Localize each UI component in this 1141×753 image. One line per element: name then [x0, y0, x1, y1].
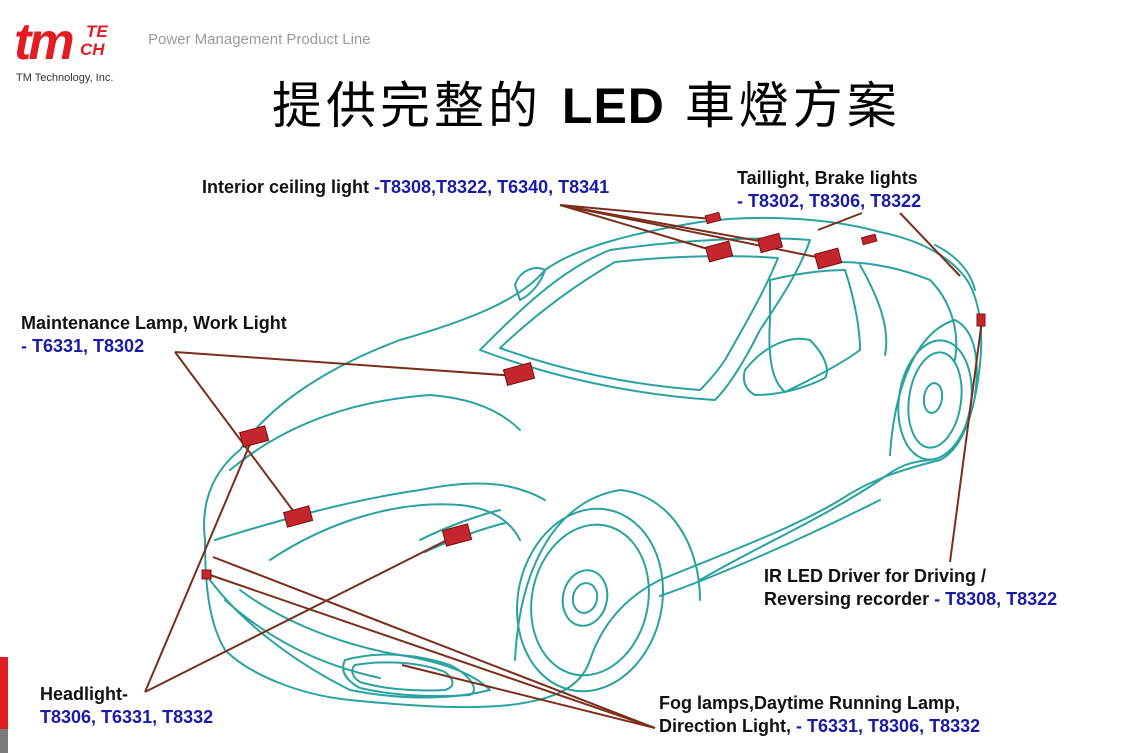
title-suffix: 車燈方案	[684, 77, 901, 135]
leader-fog-3	[212, 556, 656, 729]
interior-parts: -T8308,T8322, T6340, T8341	[374, 177, 610, 197]
company-logo: tm TE CH TM Technology, Inc.	[14, 14, 134, 94]
maintenance-parts: - T6331, T8302	[21, 336, 145, 356]
logo-te-text: TE	[86, 22, 108, 41]
led-chip-fog	[201, 569, 212, 580]
fog-name-line1: Fog lamps,Daytime Running Lamp,	[659, 693, 961, 713]
ir-name-line1: IR LED Driver for Driving /	[764, 566, 987, 586]
car-outline	[203, 216, 983, 709]
label-taillight: Taillight, Brake lights - T8302, T8306, …	[737, 167, 921, 213]
leader-maintenance-1	[174, 351, 518, 377]
leader-fog-2	[401, 664, 656, 729]
label-headlight: Headlight- T8306, T6331, T8332	[40, 683, 213, 729]
slide-accent-bar-red	[0, 657, 8, 729]
leader-taillight-1	[817, 212, 863, 231]
ir-parts: - T8308, T8322	[934, 589, 1058, 609]
leader-ir	[949, 319, 983, 563]
led-chip-hood	[502, 362, 536, 386]
title-prefix: 提供完整的	[272, 77, 542, 135]
interior-name: Interior ceiling light	[202, 177, 375, 197]
led-chip-interior-2	[756, 232, 784, 254]
logo-ch-text: CH	[80, 40, 105, 59]
slide-accent-bar-grey	[0, 729, 8, 753]
taillight-name: Taillight, Brake lights	[737, 168, 918, 188]
led-chip-interior-3	[813, 247, 843, 270]
led-chip-interior-1	[704, 240, 734, 263]
leader-headlight-2	[144, 535, 456, 693]
logo-tm-text: tm	[14, 13, 75, 71]
leader-interior-1	[559, 204, 713, 220]
company-name: TM Technology, Inc.	[16, 72, 114, 84]
led-chip-headlight-upper	[239, 425, 270, 448]
maintenance-name: Maintenance Lamp, Work Light	[21, 313, 287, 333]
leader-headlight-1	[144, 436, 254, 693]
leader-lines	[144, 204, 983, 729]
leader-maintenance-2	[174, 351, 298, 517]
title-led: LED	[561, 78, 665, 134]
led-chips	[201, 211, 986, 580]
led-chip-tail	[860, 233, 878, 246]
led-chip-maintenance	[283, 505, 314, 528]
page-title: 提供完整的 LED 車燈方案	[272, 66, 901, 138]
headlight-name: Headlight-	[40, 684, 128, 704]
label-maintenance: Maintenance Lamp, Work Light - T6331, T8…	[21, 312, 287, 358]
led-chip-headlight-lower	[441, 523, 473, 547]
label-interior-ceiling: Interior ceiling light -T8308,T8322, T63…	[202, 176, 609, 199]
label-fog-lamps: Fog lamps,Daytime Running Lamp, Directio…	[659, 692, 980, 738]
leader-taillight-2	[899, 212, 961, 277]
fog-parts: - T6331, T8306, T8332	[796, 716, 981, 736]
ir-name-line2: Reversing recorder	[764, 589, 935, 609]
led-chip-roof-front	[704, 211, 722, 225]
leader-interior-2	[559, 204, 719, 253]
leader-fog-1	[209, 574, 656, 729]
fog-name-line2: Direction Light,	[659, 716, 796, 736]
headlight-parts: T8306, T6331, T8332	[40, 707, 214, 727]
taillight-parts: - T8302, T8306, T8322	[737, 191, 922, 211]
label-ir-driver: IR LED Driver for Driving / Reversing re…	[764, 565, 1057, 611]
led-chip-ir	[976, 313, 986, 327]
leader-interior-4	[559, 204, 827, 260]
product-line-caption: Power Management Product Line	[148, 31, 371, 48]
